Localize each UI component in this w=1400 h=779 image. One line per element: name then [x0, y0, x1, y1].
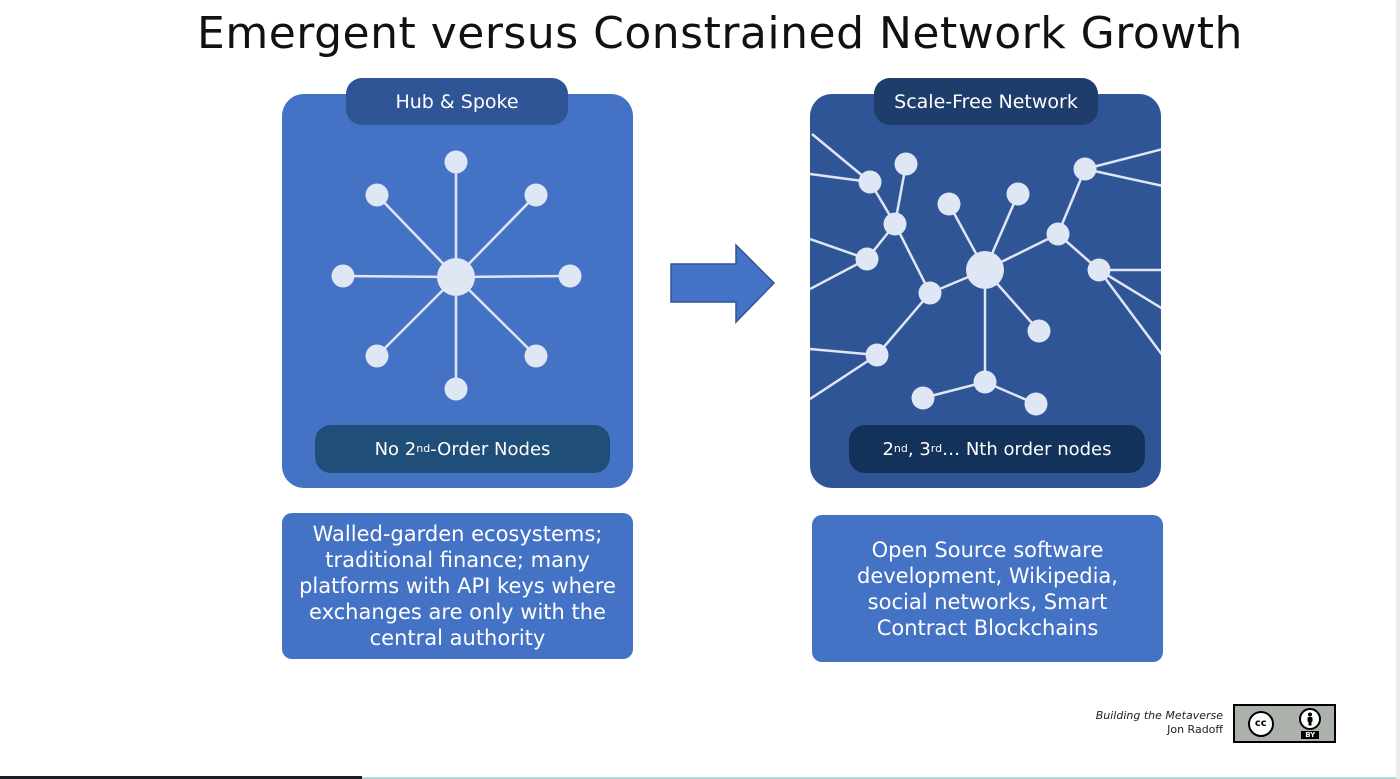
description-text: Open Source software development, Wikipe…: [857, 537, 1118, 640]
network-node: [883, 212, 907, 236]
major-hub-node: [966, 251, 1004, 289]
bottom-bar-accent: [362, 777, 1400, 779]
spoke-node: [444, 377, 468, 401]
spoke-node: [365, 183, 389, 207]
network-node: [918, 281, 942, 305]
spoke-node: [331, 264, 355, 288]
scale-free-diagram: [810, 133, 1161, 416]
description-text: Walled-garden ecosystems; traditional fi…: [299, 522, 616, 650]
author-name: Jon Radoff: [1167, 723, 1223, 736]
scale-free-description: Open Source software development, Wikipe…: [812, 515, 1163, 662]
hub-spoke-header: Hub & Spoke: [346, 78, 568, 125]
network-node: [1087, 258, 1111, 282]
footer-text: … Nth order nodes: [942, 438, 1112, 460]
network-node: [1073, 157, 1097, 181]
hub-node: [437, 258, 475, 296]
network-node: [865, 343, 889, 367]
footer-text: 2: [882, 438, 894, 460]
cc-icon: cc: [1247, 710, 1274, 737]
spoke-edge: [455, 274, 571, 279]
footer-text: No 2: [374, 438, 417, 460]
spoke-node: [444, 150, 468, 174]
spoke-node: [524, 344, 548, 368]
footer-text: -Order Nodes: [430, 438, 551, 460]
by-person-icon: [1299, 708, 1322, 730]
network-node: [1024, 392, 1048, 416]
scale-free-header: Scale-Free Network: [874, 78, 1098, 125]
spoke-node: [524, 183, 548, 207]
network-edge: [1098, 268, 1161, 310]
network-node: [911, 386, 935, 410]
network-node: [1046, 222, 1070, 246]
network-edge: [1084, 148, 1161, 171]
network-edge: [811, 133, 871, 183]
network-edge: [1084, 167, 1161, 187]
person-icon: [1307, 712, 1313, 726]
network-edge: [893, 223, 932, 294]
scale-free-panel: [810, 94, 1161, 488]
cc-by-license-badge: cc BY: [1233, 704, 1336, 743]
network-edge: [810, 353, 878, 401]
network-edge: [1056, 168, 1087, 235]
network-edge: [1097, 269, 1161, 356]
hub-spoke-description: Walled-garden ecosystems; traditional fi…: [282, 513, 633, 659]
spoke-edge: [455, 194, 537, 278]
network-node: [937, 192, 961, 216]
bottom-bar: [0, 776, 362, 779]
network-node: [855, 247, 879, 271]
network-node: [1027, 319, 1051, 343]
hub-spoke-panel: [282, 94, 633, 488]
network-node: [894, 152, 918, 176]
spoke-node: [558, 264, 582, 288]
hub-spoke-diagram: [331, 150, 582, 401]
footer-text: , 3: [907, 438, 931, 460]
network-edge: [876, 292, 931, 356]
right-edge-border: [1396, 0, 1400, 779]
network-node: [858, 170, 882, 194]
spoke-node: [365, 344, 389, 368]
right-arrow-icon: [670, 243, 776, 324]
network-node: [973, 370, 997, 394]
by-label: BY: [1301, 731, 1320, 739]
network-node: [1006, 182, 1030, 206]
book-title: Building the Metaverse: [1095, 709, 1223, 722]
credit: Building the Metaverse Jon Radoff: [1060, 709, 1223, 737]
by-block: BY: [1299, 708, 1322, 739]
slide-title: Emergent versus Constrained Network Grow…: [197, 8, 1243, 59]
